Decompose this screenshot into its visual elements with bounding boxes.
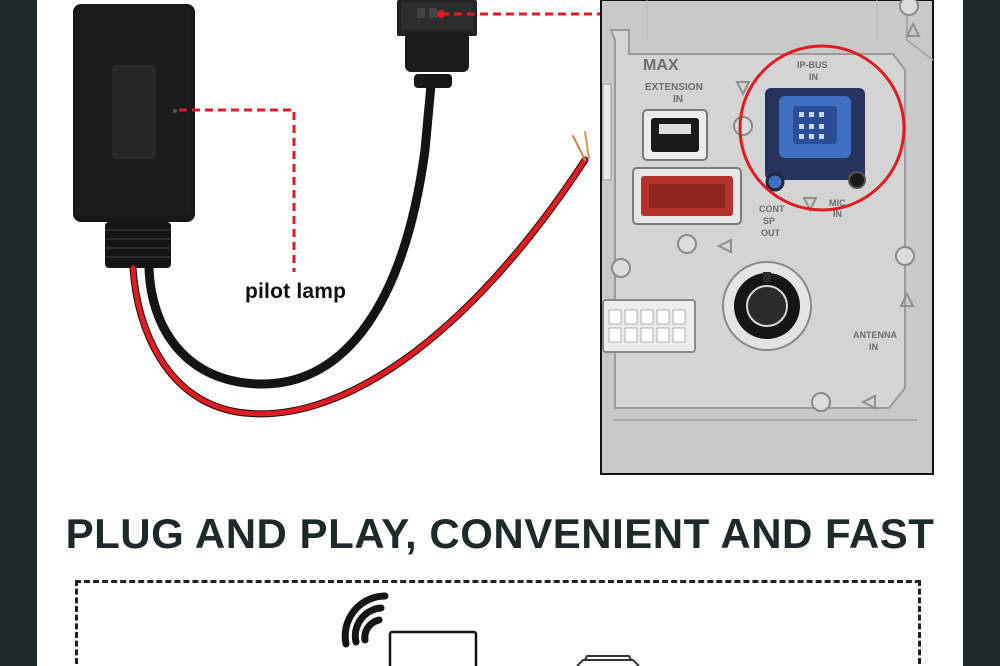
max-label: MAX — [643, 57, 679, 74]
plug-outline-icon — [576, 655, 640, 666]
antenna-in-label: IN — [869, 342, 878, 352]
feature-dashed-box — [75, 580, 921, 666]
callout-dot — [437, 10, 445, 18]
mic-in-label: IN — [833, 209, 842, 219]
bluetooth-module-icon — [73, 4, 195, 268]
head-unit-rear-panel: MAX EXTENSION IN IP-BUS IN MIC IN CONT S… — [600, 0, 934, 475]
extension-in-label: IN — [673, 94, 683, 105]
sp-label: SP — [763, 216, 775, 226]
device-box-icon — [388, 630, 478, 666]
extension-label: EXTENSION — [645, 82, 703, 93]
product-illustration: MAX EXTENSION IN IP-BUS IN MIC IN CONT S… — [73, 0, 934, 666]
mic-label: MIC — [829, 198, 846, 208]
connector-plug-icon — [397, 0, 477, 88]
product-page: MAX EXTENSION IN IP-BUS IN MIC IN CONT S… — [37, 0, 963, 666]
antenna-label: ANTENNA — [853, 330, 897, 340]
wifi-signal-icon — [341, 592, 389, 648]
page-headline: PLUG AND PLAY, CONVENIENT AND FAST — [65, 510, 935, 557]
cont-label: CONT — [759, 204, 785, 214]
ipbus-label: IP-BUS — [797, 60, 828, 70]
out-label: OUT — [761, 228, 781, 238]
pilot-lamp-label: pilot lamp — [245, 280, 347, 303]
ipbus-in-label: IN — [809, 72, 818, 82]
cables — [129, 80, 590, 418]
